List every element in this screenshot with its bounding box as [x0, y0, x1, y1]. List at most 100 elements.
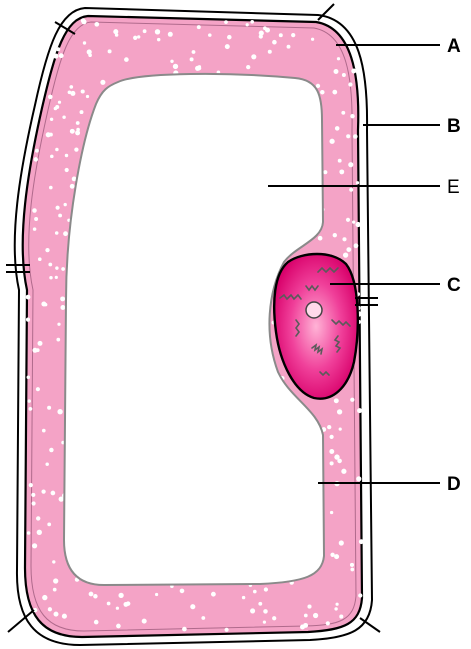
granule: [58, 214, 62, 218]
granule: [38, 257, 42, 261]
granule: [359, 539, 364, 544]
granule: [157, 38, 160, 41]
granule: [75, 130, 80, 135]
granule: [201, 616, 205, 620]
granule: [86, 95, 89, 98]
granule: [211, 592, 216, 597]
granule: [74, 147, 78, 151]
granule: [76, 121, 80, 125]
granule: [56, 47, 60, 51]
granule: [26, 318, 30, 322]
granule: [330, 435, 334, 439]
granule: [227, 35, 232, 40]
granule: [55, 276, 58, 279]
granule: [350, 568, 354, 572]
granule: [351, 68, 356, 73]
granule: [49, 448, 53, 452]
granule: [69, 85, 73, 89]
granule: [182, 627, 187, 632]
granule: [265, 28, 270, 33]
granule: [246, 65, 250, 69]
granule: [268, 50, 272, 54]
granule: [224, 20, 228, 24]
granule: [48, 607, 52, 611]
granule: [225, 44, 230, 49]
granule: [124, 57, 129, 62]
granule: [358, 593, 362, 597]
granule: [50, 155, 54, 159]
granule: [29, 407, 33, 411]
granule: [81, 89, 85, 93]
granule: [88, 53, 92, 57]
granule: [334, 454, 339, 459]
granule: [198, 65, 201, 68]
granule: [45, 462, 48, 465]
granule: [100, 80, 105, 85]
granule: [348, 82, 352, 86]
granule: [123, 602, 128, 607]
granule: [42, 595, 47, 600]
granule: [65, 168, 69, 172]
nucleolus: [306, 302, 322, 318]
label-b: B: [447, 116, 461, 137]
granule: [29, 483, 33, 487]
granule: [272, 616, 276, 620]
granule: [116, 624, 121, 629]
granule: [346, 218, 350, 222]
label-d: D: [447, 474, 461, 495]
granule: [133, 36, 137, 40]
granule: [190, 604, 195, 609]
granule: [53, 588, 57, 592]
granule: [65, 154, 68, 157]
granule: [83, 41, 86, 44]
granule: [338, 159, 342, 163]
granule: [258, 602, 262, 606]
granule: [41, 301, 46, 306]
granule: [42, 429, 46, 433]
granule: [155, 29, 160, 34]
granule: [337, 409, 342, 414]
granule: [342, 237, 346, 241]
granule: [225, 628, 229, 632]
granule: [339, 169, 344, 174]
granule: [51, 491, 56, 496]
granule: [346, 247, 351, 252]
granule: [107, 602, 111, 606]
granule: [355, 222, 360, 227]
granule: [327, 425, 331, 429]
granule: [53, 578, 58, 583]
granule: [56, 206, 60, 210]
granule: [61, 267, 65, 271]
granule: [170, 60, 173, 63]
granule: [323, 170, 327, 174]
granule: [339, 540, 344, 545]
granule: [52, 560, 55, 563]
granule: [32, 501, 36, 505]
granule: [357, 408, 362, 413]
granule: [155, 593, 158, 596]
granule: [27, 531, 31, 535]
granule: [335, 126, 340, 131]
granule: [57, 323, 60, 326]
granule: [334, 69, 339, 74]
granule: [81, 19, 86, 24]
granule: [108, 49, 112, 53]
granule: [348, 162, 353, 167]
granule: [168, 32, 173, 37]
granule: [263, 609, 268, 614]
granule: [342, 73, 346, 77]
granule: [54, 107, 58, 111]
granule: [33, 227, 37, 231]
granule: [35, 149, 39, 153]
granule: [41, 489, 45, 493]
granule: [333, 233, 337, 237]
granule: [49, 276, 52, 279]
granule: [60, 305, 65, 310]
granule: [250, 20, 254, 24]
granule: [116, 607, 119, 610]
label-c: C: [447, 275, 461, 296]
granule: [330, 461, 334, 465]
granule: [58, 101, 61, 104]
granule: [250, 608, 255, 613]
granule: [50, 118, 53, 121]
